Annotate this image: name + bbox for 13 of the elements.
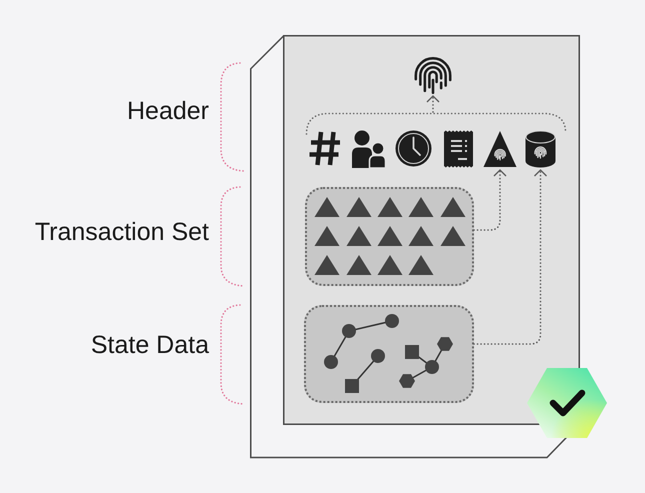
- section-label: Header: [127, 96, 209, 126]
- section-label: State Data: [90, 330, 209, 360]
- section-label: Transaction Set: [34, 217, 209, 247]
- dotted-arch-bracket: [305, 112, 567, 170]
- fingerprint-icon: [414, 56, 452, 95]
- dotted-arrow: [426, 95, 440, 113]
- rounded-panel: [304, 305, 474, 403]
- fingerprint-database-icon: [525, 130, 556, 168]
- block-3d-frame: [250, 35, 581, 459]
- dotted-arrow: [473, 169, 548, 345]
- dotted-arrow: [473, 169, 507, 231]
- rounded-panel: [305, 187, 474, 286]
- fingerprint-triangle-icon: [483, 130, 517, 168]
